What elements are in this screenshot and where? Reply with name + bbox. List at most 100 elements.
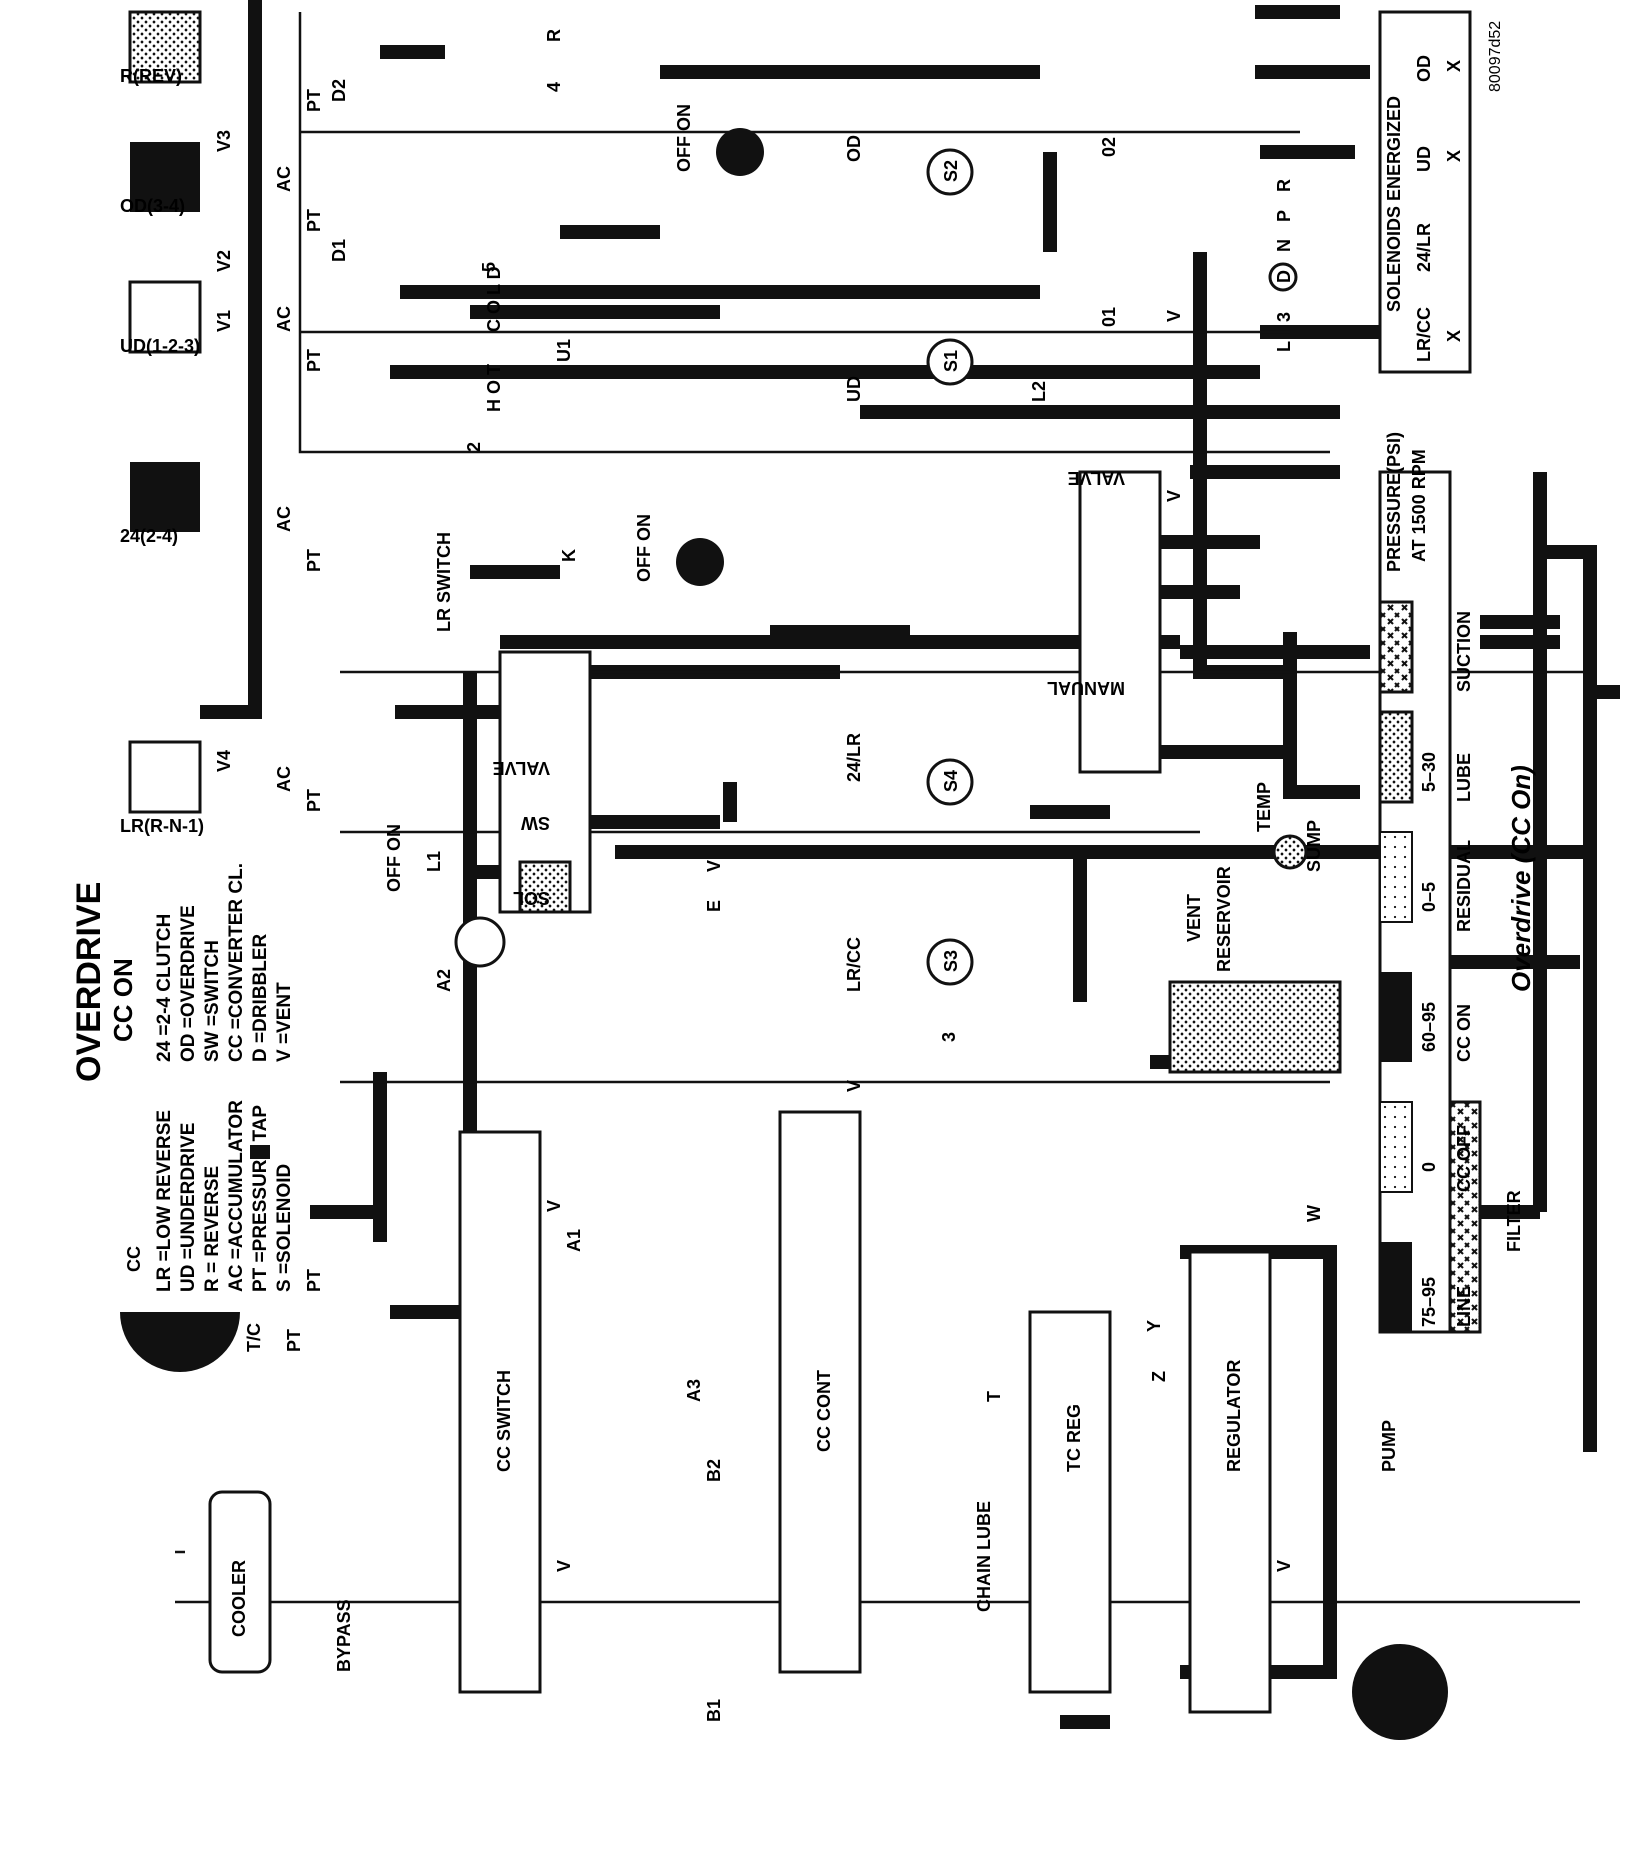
pressure-value-lube: 5–30	[1419, 752, 1439, 792]
rev-clutch	[128, 10, 202, 84]
gear-r: R	[1274, 179, 1294, 192]
diagram-title: OVERDRIVE	[70, 882, 108, 1082]
label-v1: V1	[214, 310, 234, 332]
cooler-label: COOLER	[229, 1560, 249, 1637]
label-lr-switch: LR SWITCH	[434, 532, 454, 632]
legend-left-2: UD =UNDERDRIVE	[178, 1123, 199, 1292]
solenoid-header-od: OD	[1414, 55, 1434, 82]
legend-left-3: R = REVERSE	[202, 1166, 223, 1292]
cc-cont-label: CC CONT	[814, 1370, 834, 1452]
pressure-value-cc-off: 0	[1419, 1162, 1439, 1172]
label-v3: V3	[214, 130, 234, 152]
label-pt-7: PT	[284, 1329, 304, 1352]
legend-left-4: AC =ACCUMULATOR	[226, 1100, 247, 1292]
label-cold: C O L D	[484, 266, 504, 332]
lr-clutch-label: LR(R-N-1)	[120, 816, 204, 836]
label-y: Y	[1144, 1320, 1164, 1332]
switch-1	[454, 916, 506, 968]
chain-lube-label: CHAIN LUBE	[974, 1501, 994, 1612]
label-ac-1: AC	[274, 766, 294, 792]
label-n2: 2	[464, 442, 484, 452]
label-vent-1: V	[554, 1560, 574, 1572]
tc-reg-label: TC REG	[1064, 1404, 1084, 1472]
cooler	[208, 1490, 272, 1674]
label-vent-5: V	[704, 860, 724, 872]
pressure-name-line: LINE	[1454, 1286, 1474, 1327]
c24-clutch	[130, 462, 200, 532]
pump	[1352, 1644, 1448, 1740]
pump-label: PUMP	[1379, 1420, 1399, 1472]
cc-switch-valve	[458, 1130, 542, 1694]
label-u1: U1	[554, 339, 574, 362]
ud-clutch	[128, 280, 202, 354]
label-n4: 4	[544, 82, 564, 92]
abbreviation-legend: LR =LOW REVERSE UD =UNDERDRIVE R = REVER…	[154, 863, 295, 1292]
switch-3-off-on: OFF ON	[674, 104, 694, 172]
switch-2	[676, 538, 724, 586]
valve-body: SOL SW VALVE MANUAL VALVE S1 S2 S3 S4	[454, 128, 1162, 986]
label-n3: 3	[939, 1032, 959, 1042]
solenoid-s3	[926, 938, 974, 986]
pressure-name-suction: SUCTION	[1454, 611, 1474, 692]
valve-label: VALVE	[493, 758, 550, 778]
label-z: Z	[1149, 1371, 1169, 1382]
manual-label: MANUAL	[1047, 678, 1125, 698]
legend-right-1: 24 =2-4 CLUTCH	[154, 914, 175, 1062]
filter-label: FILTER	[1504, 1190, 1524, 1252]
label-vent-2: V	[544, 1200, 564, 1212]
lr-clutch	[128, 740, 202, 814]
cc-label: CC	[124, 1246, 144, 1272]
bypass-label: BYPASS	[334, 1599, 354, 1672]
legend-right-2: OD =OVERDRIVE	[178, 905, 199, 1062]
c24-clutch-label: 24(2-4)	[120, 526, 178, 546]
label-s3-sol: LR/CC	[844, 937, 864, 992]
cc-switch-label: CC SWITCH	[494, 1370, 514, 1472]
label-n5: 5	[479, 262, 499, 272]
tc-label: T/C	[244, 1323, 264, 1352]
od-clutch	[130, 142, 200, 212]
label-t: T	[984, 1391, 1004, 1402]
rev-clutch-label: R(REV)	[120, 66, 182, 86]
gear-selector: L 3 D N P R	[1268, 179, 1298, 352]
line-pressure-passages	[200, 0, 1620, 1729]
label-ac-4: AC	[274, 166, 294, 192]
label-pt-6: PT	[304, 1269, 324, 1292]
ud-clutch-label: UD(1-2-3)	[120, 336, 200, 356]
label-o2: 02	[1099, 137, 1119, 157]
gear-n: N	[1274, 239, 1294, 252]
pressure-key: 75–95 0 60–95 0–5 5–30 LINE CC OFF CC ON…	[1378, 432, 1474, 1334]
switch-1-off-on: OFF ON	[384, 824, 404, 892]
s1-label: S1	[941, 350, 961, 372]
pressure-key-title-1: PRESSURE(PSI)	[1384, 432, 1404, 572]
legend-right-6: V =VENT	[274, 982, 295, 1062]
label-l2: L2	[1029, 381, 1049, 402]
reservoir	[1168, 980, 1342, 1074]
label-k: K	[559, 549, 579, 562]
solenoid-value-ud: X	[1444, 150, 1464, 162]
image-code: 80097d52	[1487, 21, 1504, 92]
label-v2: V2	[214, 250, 234, 272]
label-od-sol: OD	[844, 135, 864, 162]
label-pt-3: PT	[304, 349, 324, 372]
pressure-regulator	[1188, 1250, 1272, 1714]
label-ud-sol: UD	[844, 376, 864, 402]
converter-circuit: COOLER BYPASS CC SWITCH CC CONT CHAIN LU…	[120, 1100, 1524, 1740]
pressure-name-cc-on: CC ON	[1454, 1004, 1474, 1062]
gear-d-ring	[1268, 262, 1298, 292]
s4-label: S4	[941, 770, 961, 792]
label-d1: D1	[329, 239, 349, 262]
label-hot: H O T	[484, 364, 504, 412]
legend-left-1: LR =LOW REVERSE	[154, 1110, 175, 1292]
label-vent-6: V	[1164, 490, 1184, 502]
sol-label: SOL	[513, 888, 550, 908]
label-pt-4: PT	[304, 209, 324, 232]
pressure-key-title-2: AT 1500 RPM	[1409, 449, 1429, 562]
clutch-apply-elements: LR(R-N-1) 24(2-4) UD(1-2-3) OD(3-4) R(RE…	[120, 10, 204, 836]
low-pressure-passages	[175, 12, 1590, 1604]
solenoid-header-ud: UD	[1414, 146, 1434, 172]
solenoid-s1	[926, 338, 974, 386]
label-a2: A2	[434, 969, 454, 992]
solenoid-value-lrcc: X	[1444, 330, 1464, 342]
label-w: W	[1304, 1205, 1324, 1222]
